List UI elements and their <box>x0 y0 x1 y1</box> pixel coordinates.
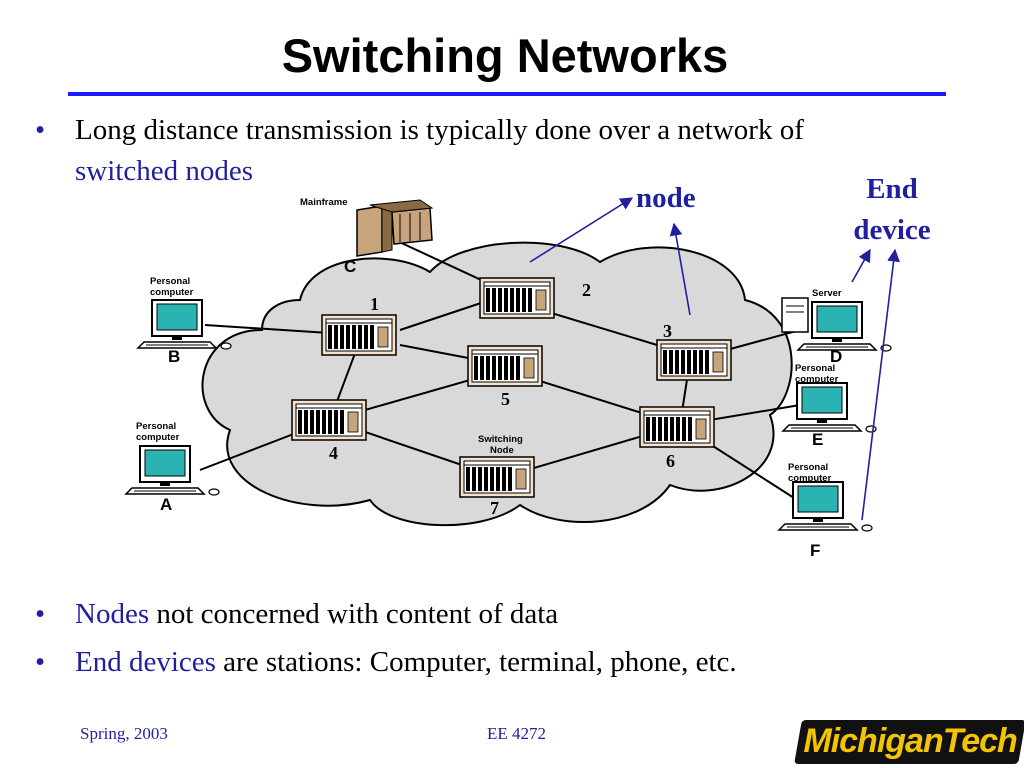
personal-computer-e-icon <box>782 382 877 433</box>
end-device-callout-line-2: device <box>853 214 931 246</box>
bullet-2-highlight: Nodes <box>75 598 150 630</box>
node-label-3: 3 <box>663 321 672 341</box>
personal-computer-a-icon <box>125 445 220 496</box>
server-d-icon <box>781 297 892 352</box>
michigan-tech-logo-text: MichiganTech <box>803 722 1017 760</box>
station-label-e: E <box>812 430 823 449</box>
node-arrow-2 <box>669 222 691 316</box>
bullet-marker: • <box>35 646 46 678</box>
node-label-5: 5 <box>501 389 510 409</box>
pc-a-caption-1: Personal <box>136 421 176 432</box>
title-underline <box>68 92 946 96</box>
pc-e-caption-1: Personal <box>795 363 835 374</box>
pc-e-caption-2: computer <box>795 374 839 385</box>
bullet-marker: • <box>35 114 46 146</box>
end-device-callout-line-1: End <box>866 173 918 205</box>
bullet-1-line-1: Long distance transmission is typically … <box>75 114 804 146</box>
end-device-arrow-2 <box>861 248 900 521</box>
mainframe-icon <box>356 199 434 257</box>
end-device-callout: End device <box>840 169 944 251</box>
pc-b-caption-1: Personal <box>150 276 190 287</box>
personal-computer-f-icon <box>778 481 873 532</box>
node-label-4: 4 <box>329 443 338 463</box>
personal-computer-b-icon <box>137 299 232 350</box>
end-device-arrow-1 <box>851 248 871 283</box>
node-label-7: 7 <box>490 498 499 518</box>
bullet-1: • Long distance transmission is typicall… <box>35 110 804 192</box>
pc-f-caption-2: computer <box>788 473 832 484</box>
switching-node-6 <box>639 406 715 448</box>
switching-node-caption-1: Switching <box>478 434 523 445</box>
station-label-f: F <box>810 541 820 560</box>
bullet-3-text: are stations: Computer, terminal, phone,… <box>215 646 737 678</box>
callout-arrows <box>529 197 900 521</box>
station-label-a: A <box>160 495 172 514</box>
switching-node-7 <box>459 456 535 498</box>
mainframe-caption: Mainframe <box>300 197 348 208</box>
station-label-d: D <box>830 347 842 366</box>
node-arrow-1 <box>529 197 634 263</box>
bullet-1-line-2: switched nodes <box>75 155 253 187</box>
switching-node-5 <box>467 345 543 387</box>
switching-node-3 <box>656 339 732 381</box>
bullet-3: • End devices are stations: Computer, te… <box>35 642 737 683</box>
bullet-2-text: not concerned with content of data <box>149 598 559 630</box>
node-callout: node <box>636 182 696 214</box>
server-caption: Server <box>812 288 842 299</box>
node-label-6: 6 <box>666 451 675 471</box>
bullet-marker: • <box>35 598 46 630</box>
pc-a-caption-2: computer <box>136 432 180 443</box>
switching-node-4 <box>291 399 367 441</box>
bullet-3-highlight: End devices <box>75 646 216 678</box>
station-label-b: B <box>168 347 180 366</box>
bullet-2: • Nodes not concerned with content of da… <box>35 594 559 635</box>
node-label-1: 1 <box>370 294 379 314</box>
footer-date: Spring, 2003 <box>80 724 168 743</box>
switching-node-1 <box>321 314 397 356</box>
michigan-tech-logo: MichiganTech <box>794 720 1024 764</box>
footer-course: EE 4272 <box>487 724 547 743</box>
pc-b-caption-2: computer <box>150 287 194 298</box>
station-label-c: C <box>344 257 356 276</box>
pc-f-caption-1: Personal <box>788 462 828 473</box>
node-label-2: 2 <box>582 280 591 300</box>
switching-node-caption-2: Node <box>490 445 514 456</box>
switching-node-2 <box>479 277 555 319</box>
slide-title: Switching Networks <box>281 29 729 82</box>
